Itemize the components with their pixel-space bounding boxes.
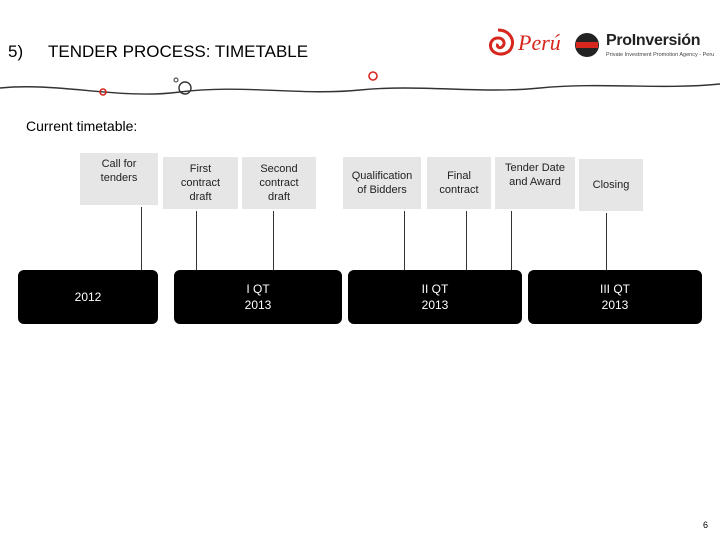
step-label: Second contract draft	[259, 163, 299, 203]
step-label: Tender Date and Award	[505, 162, 565, 188]
peru-spiral-icon	[489, 28, 514, 56]
connector-line	[196, 211, 197, 270]
connector-line	[141, 207, 142, 270]
step-final-contract: Final contract	[427, 157, 491, 209]
period-2012: 2012	[18, 270, 158, 324]
dot-icon	[368, 71, 378, 81]
step-label: Final contract	[439, 170, 479, 196]
ring-icon	[178, 81, 192, 95]
proinversion-name: ProInversión	[606, 32, 701, 49]
step-label: Closing	[592, 179, 630, 191]
period-q1-2013: I QT 2013	[174, 270, 342, 324]
step-tender-award: Tender Date and Award	[495, 157, 575, 209]
subtitle: Current timetable:	[26, 118, 138, 134]
period-q3-2013: III QT 2013	[528, 270, 702, 324]
step-qualification: Qualification of Bidders	[343, 157, 421, 209]
step-label: First contract draft	[180, 163, 221, 203]
connector-line	[466, 211, 467, 270]
step-call-for-tenders: Call for tenders	[80, 153, 158, 205]
step-label: Qualification of Bidders	[351, 170, 413, 196]
dot-icon	[99, 88, 107, 96]
step-second-draft: Second contract draft	[242, 157, 316, 209]
proinversion-logo-icon	[575, 33, 599, 57]
connector-line	[511, 211, 512, 270]
step-first-draft: First contract draft	[163, 157, 238, 209]
connector-line	[606, 213, 607, 270]
proinversion-tagline: Private Investment Promotion Agency - Pe…	[606, 52, 715, 58]
ring-small-icon	[173, 77, 179, 83]
step-closing: Closing	[579, 159, 643, 211]
peru-logo-text: Perú	[518, 30, 561, 55]
section-number: 5)	[8, 42, 24, 61]
step-label: Call for tenders	[100, 158, 138, 184]
period-q2-2013: II QT 2013	[348, 270, 522, 324]
connector-line	[404, 211, 405, 270]
page-number: 6	[702, 520, 708, 530]
connector-line	[273, 211, 274, 270]
page-title: TENDER PROCESS: TIMETABLE	[48, 42, 309, 61]
decorative-swoosh	[0, 71, 720, 96]
